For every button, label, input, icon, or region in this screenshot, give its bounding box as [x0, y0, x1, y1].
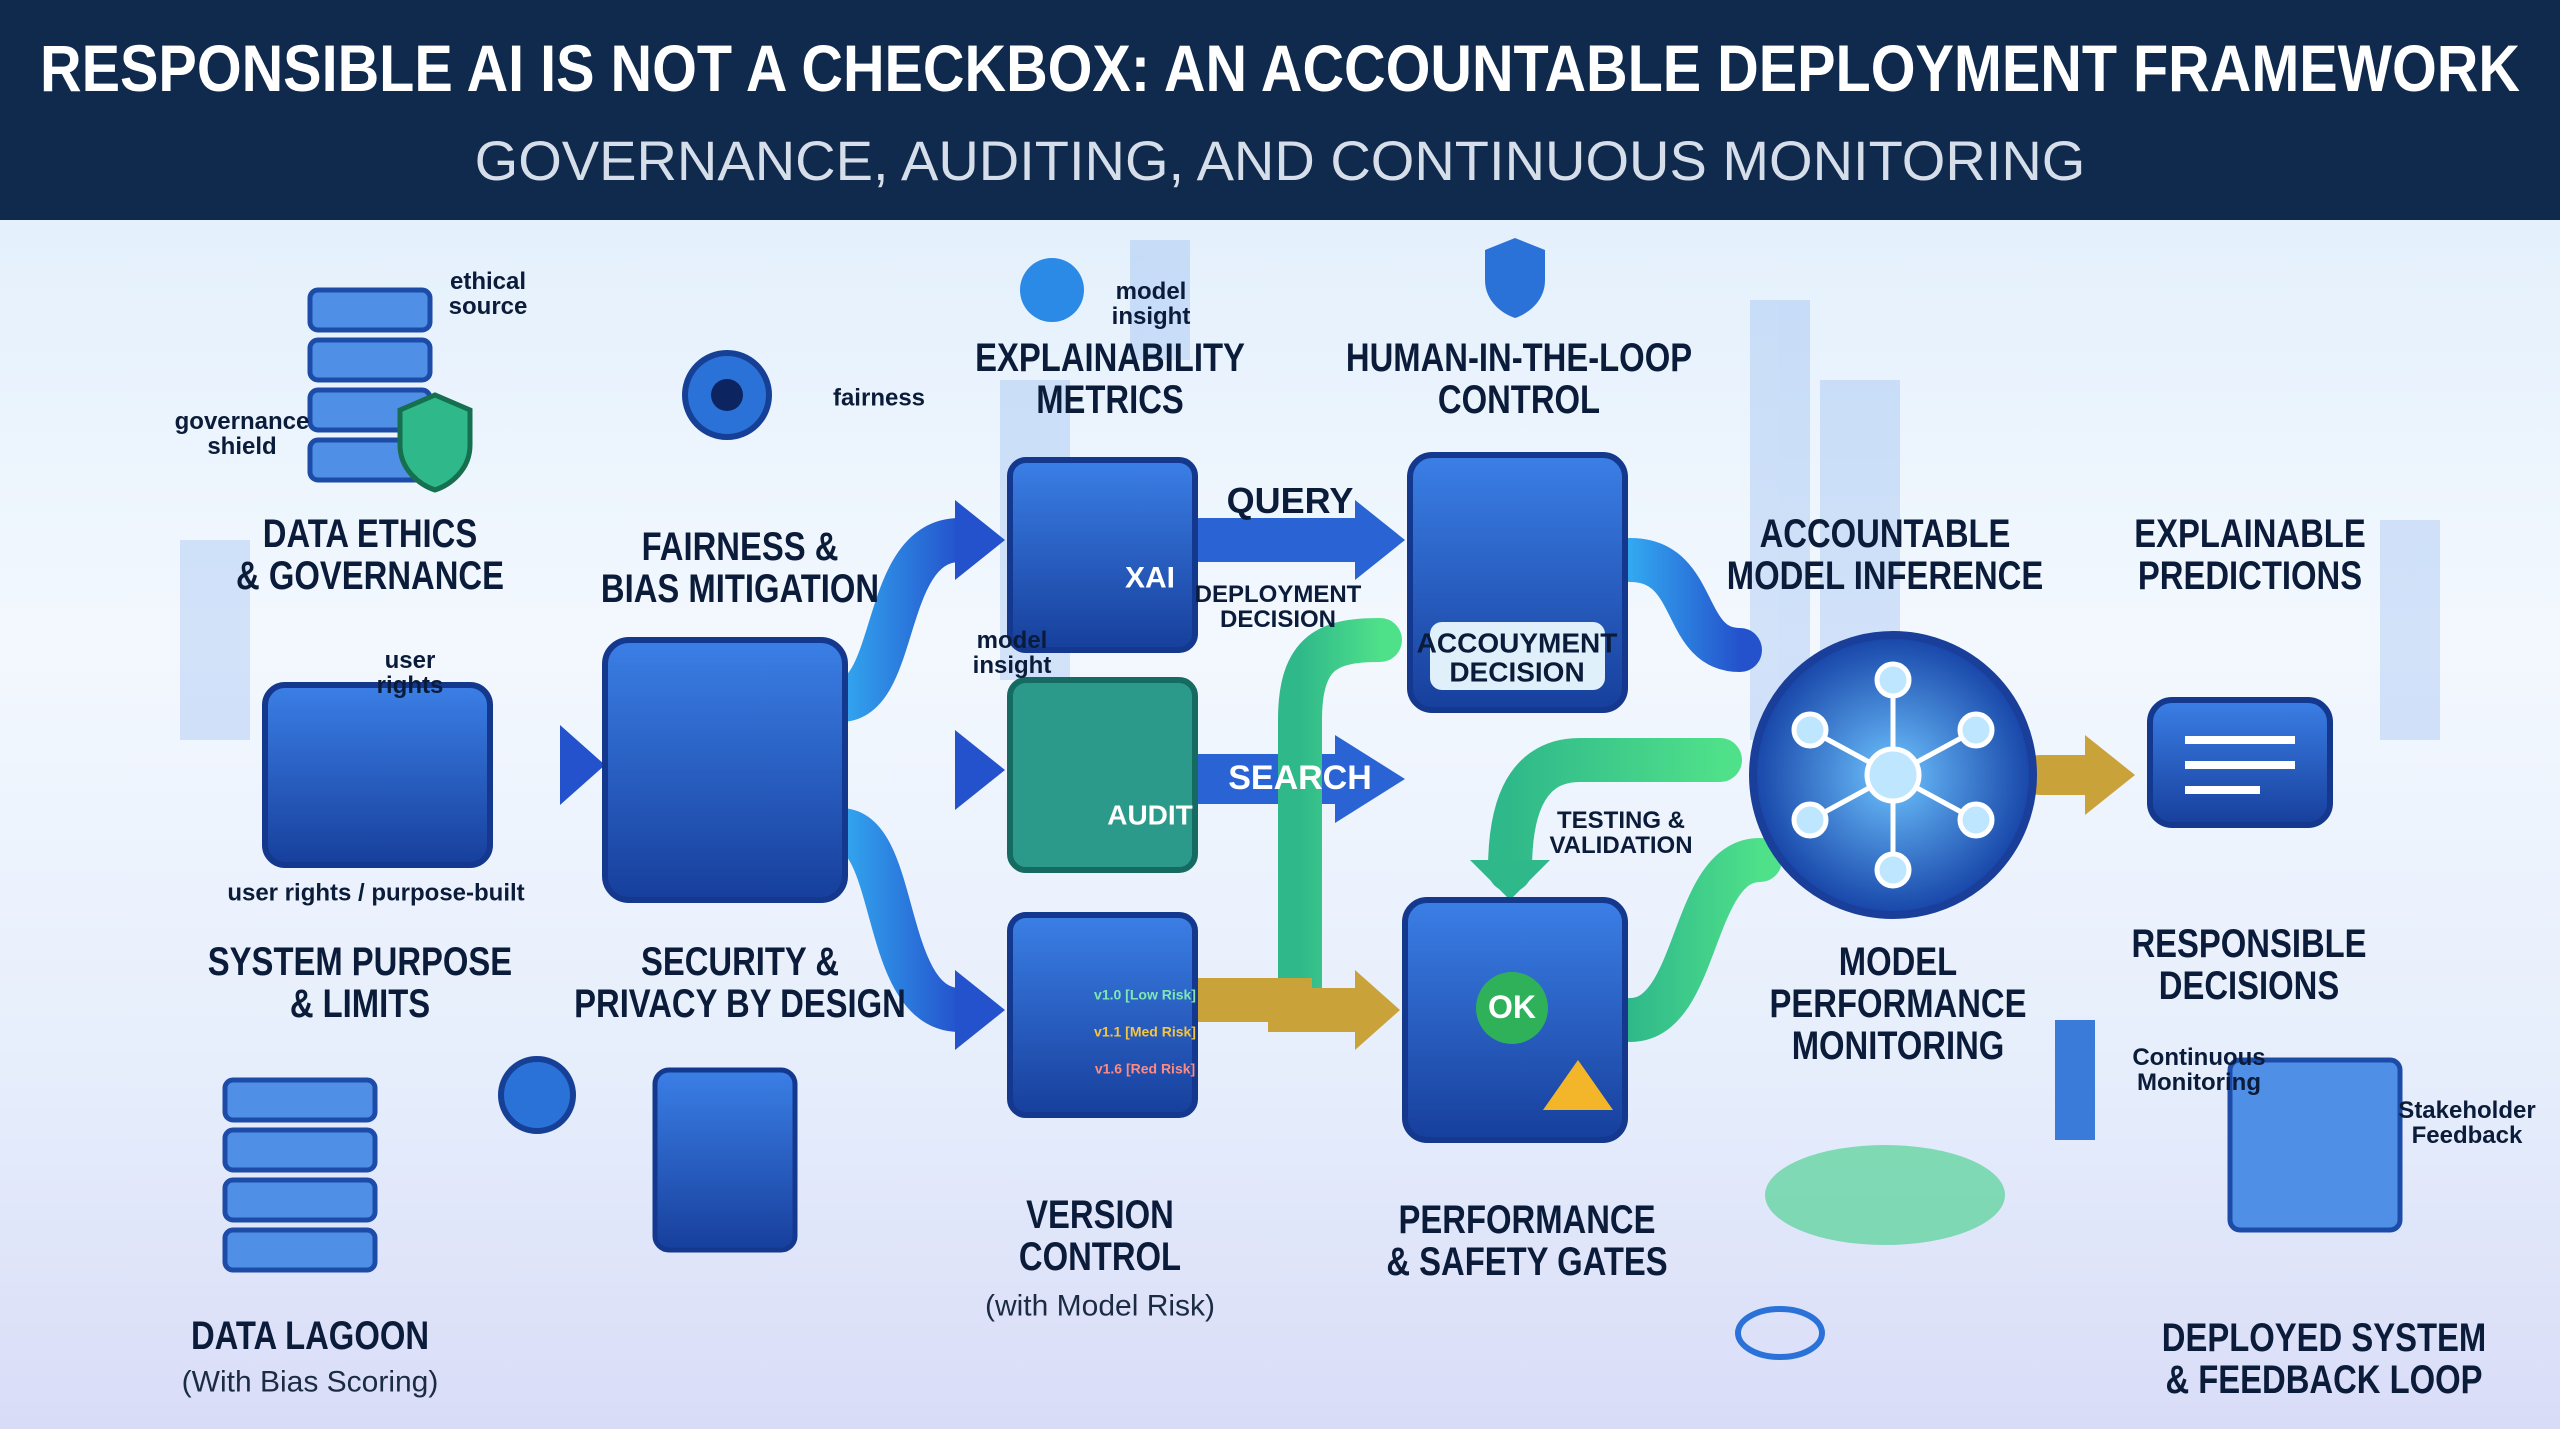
label-v16: v1.6 [Red Risk]	[1094, 1060, 1196, 1077]
security-block	[602, 637, 848, 903]
server-block	[652, 1067, 798, 1253]
label-responsible-decisions: RESPONSIBLE DECISIONS	[2131, 922, 2367, 1008]
label-model-insight-top: model insight	[1111, 277, 1191, 330]
label-audit: AUDIT	[1107, 799, 1193, 831]
buildings-block	[2227, 1057, 2403, 1233]
page-subtitle: GOVERNANCE, AUDITING, AND CONTINUOUS MON…	[474, 129, 2086, 192]
label-ok: OK	[1488, 989, 1536, 1026]
label-user-rights: user rights	[376, 646, 444, 699]
label-fairness-small: fairness	[832, 384, 926, 412]
xai-cube	[1007, 457, 1198, 653]
label-governance-shield: governance shield	[174, 407, 310, 460]
label-fairness: FAIRNESS & BIAS MITIGATION	[600, 525, 880, 611]
label-version-control: VERSION CONTROL	[1018, 1193, 1182, 1279]
arrow-green-up	[1278, 618, 1402, 1022]
label-security: SECURITY & PRIVACY BY DESIGN	[574, 940, 906, 1026]
bottom-eye-icon	[1735, 1306, 1825, 1360]
info-icon	[1020, 258, 1084, 322]
label-data-ethics: DATA ETHICS & GOVERNANCE	[236, 512, 504, 598]
label-monitoring: MODEL PERFORMANCE MONITORING	[1769, 940, 2027, 1068]
label-model-insight: model insight	[972, 626, 1052, 679]
version-cube	[1007, 912, 1198, 1118]
label-xai: XAI	[1124, 561, 1176, 595]
label-data-lagoon: DATA LAGOON	[190, 1314, 430, 1358]
label-user-rights-purpose: user rights / purpose-built	[227, 879, 525, 907]
label-stakeholder-feedback: Stakeholder Feedback	[2398, 1096, 2536, 1149]
label-v11: v1.1 [Med Risk]	[1094, 1023, 1196, 1040]
tower-icon	[2055, 1020, 2095, 1140]
flow-arrows	[468, 500, 2135, 1050]
label-v10: v1.0 [Low Risk]	[1094, 986, 1196, 1003]
system-purpose-block	[262, 682, 493, 868]
gear-icon	[498, 1056, 576, 1134]
data-stack	[222, 287, 433, 1273]
label-version-sub: (with Model Risk)	[984, 1289, 1216, 1323]
label-explainability: EXPLAINABILITY METRICS	[975, 336, 1245, 422]
arrow-gates-to-monitor	[1608, 838, 1782, 1042]
label-testing-validation: TESTING & VALIDATION	[1549, 806, 1693, 859]
warning-icon	[1543, 1060, 1613, 1110]
arrow-gold	[1178, 978, 1382, 1032]
label-explainable-predictions: EXPLAINABLE PREDICTIONS	[2134, 512, 2366, 598]
shield-icon	[397, 392, 473, 493]
arrow-testing	[1488, 738, 1742, 892]
label-hitl: HUMAN-IN-THE-LOOP CONTROL	[1345, 336, 1693, 422]
hitl-shield-icon	[1485, 238, 1545, 318]
label-deployment-decision: DEPLOYMENT DECISION	[1194, 580, 1362, 633]
label-deployed-system: DEPLOYED SYSTEM & FEEDBACK LOOP	[2161, 1316, 2487, 1402]
ok-badge	[1476, 972, 1548, 1044]
label-data-lagoon-sub: (With Bias Scoring)	[181, 1365, 439, 1399]
header-banner: RESPONSIBLE AI IS NOT A CHECKBOX: AN ACC…	[0, 0, 2560, 220]
audit-cube	[1007, 677, 1198, 873]
page-title: RESPONSIBLE AI IS NOT A CHECKBOX: AN ACC…	[40, 31, 2520, 105]
label-gates: PERFORMANCE & SAFETY GATES	[1386, 1198, 1668, 1284]
platform	[1765, 1145, 2005, 1245]
label-ethical-source: ethical source	[448, 267, 528, 320]
arrow-to-xai	[818, 518, 982, 722]
arrowhead	[560, 725, 605, 805]
label-system-purpose: SYSTEM PURPOSE & LIMITS	[207, 940, 513, 1026]
arrow-hitl-to-inference	[1608, 538, 1762, 672]
label-accountable-inference: ACCOUNTABLE MODEL INFERENCE	[1726, 512, 2044, 598]
label-accouyment-decision: ACCOUYMENT DECISION	[1416, 627, 1618, 688]
arrow-to-version	[818, 808, 982, 1032]
network-icon	[1791, 661, 1995, 889]
label-continuous-monitoring: Continuous Monitoring	[2132, 1043, 2266, 1096]
label-query: QUERY	[1226, 480, 1354, 522]
label-search: SEARCH	[1228, 759, 1372, 798]
